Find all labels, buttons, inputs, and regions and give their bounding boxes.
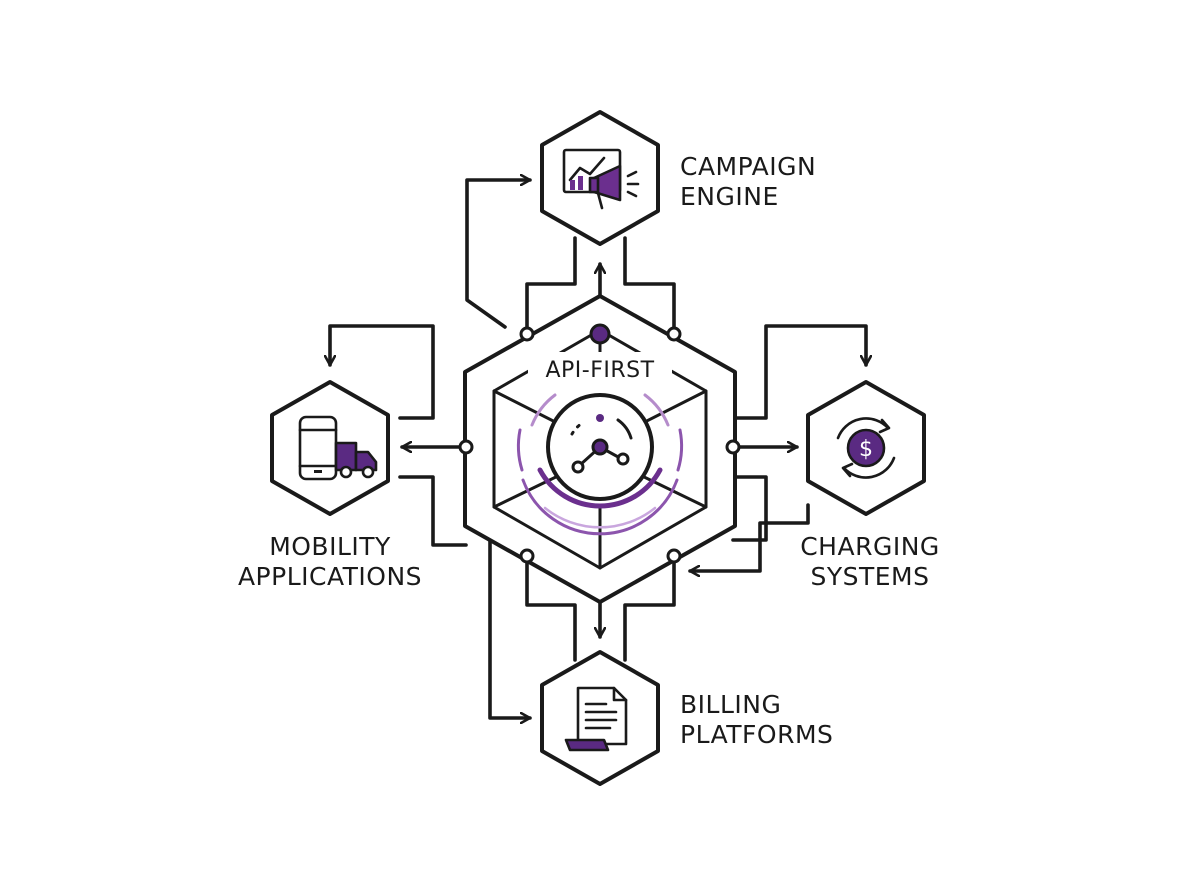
node-mobility-applications (270, 380, 390, 516)
connector-charging-loop (688, 503, 810, 571)
connector-charging-top (731, 324, 866, 420)
mobility-applications-label: MOBILITY APPLICATIONS (220, 532, 440, 592)
junction-top-right (666, 326, 682, 342)
connector-mobility-top (330, 324, 435, 420)
connected-nodes-icon (570, 414, 633, 474)
connector-billing-right-leg (623, 556, 676, 662)
node-campaign-engine (540, 110, 660, 246)
billing-platforms-label-line1: BILLING (680, 690, 782, 719)
hub-title: API-FIRST (545, 358, 654, 383)
mobility-applications-label-line2: APPLICATIONS (237, 562, 423, 591)
junction-dots (458, 323, 741, 564)
phone-truck-icon (298, 415, 378, 481)
connector-billing-left-leg (525, 556, 577, 662)
junction-bottom-left (519, 548, 535, 564)
node-charging-systems: $ (806, 380, 926, 516)
megaphone-chart-icon (562, 148, 640, 210)
campaign-engine-label-line1: CAMPAIGN (680, 152, 817, 181)
charging-systems-label: CHARGING SYSTEMS (770, 532, 970, 592)
campaign-engine-label: CAMPAIGN ENGINE (680, 152, 816, 212)
charging-systems-label-line1: CHARGING (800, 532, 940, 561)
svg-text:$: $ (859, 437, 873, 462)
junction-left (458, 439, 474, 455)
charging-systems-label-line2: SYSTEMS (810, 562, 930, 591)
connector-charging-bottom (731, 475, 768, 542)
junction-bottom-right (666, 548, 682, 564)
connector-campaign-left-leg (525, 236, 577, 331)
junction-right (725, 439, 741, 455)
junction-top-purple (589, 323, 611, 345)
billing-platforms-label: BILLING PLATFORMS (680, 690, 833, 750)
mobility-applications-label-line1: MOBILITY (269, 532, 391, 561)
dollar-cycle-icon: $ (836, 417, 896, 479)
connector-loop-to-campaign (465, 180, 532, 329)
connector-mobility-bottom (398, 475, 468, 547)
billing-platforms-label-line2: PLATFORMS (680, 720, 834, 749)
campaign-engine-label-line2: ENGINE (680, 182, 779, 211)
junction-top-left (519, 326, 535, 342)
node-billing-platforms (540, 650, 660, 786)
connector-campaign-right-leg (623, 236, 676, 335)
document-icon (564, 686, 628, 752)
hub-glow-arcs (516, 393, 684, 536)
